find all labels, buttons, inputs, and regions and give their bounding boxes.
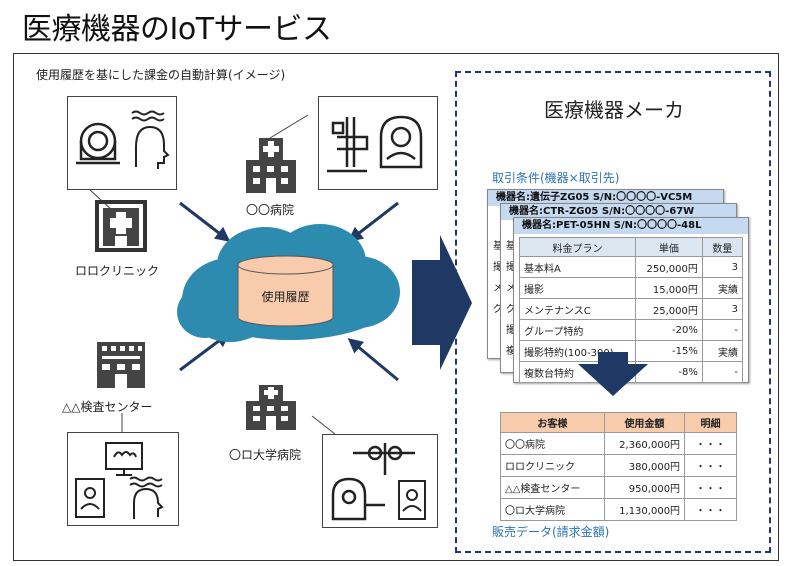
testing-center-label: △△検査センター [62, 400, 153, 414]
page-title: 医療機器のIoTサービス [22, 12, 332, 47]
arrow-clinic-to-cloud [179, 201, 231, 242]
xray-arm-icon [353, 443, 415, 475]
database-cylinder-icon [237, 255, 334, 327]
card-header: 機器名:遺伝子ZG05 S/N:〇〇〇〇-VC5M [488, 190, 723, 206]
contract-card-front: 機器名:PET-05HN S/N:〇〇〇〇-48L 料金プラン 単価 数量 基本… [513, 217, 749, 383]
monitor-icon [105, 442, 143, 476]
hospital-building-icon [244, 138, 298, 197]
col-header-plan: 料金プラン [519, 237, 636, 257]
maker-title: 医療機器メーカ [544, 98, 684, 122]
university-hospital-label: 〇ロ大学病院 [229, 448, 302, 462]
tablet-doctor-icon [75, 478, 105, 518]
card-header: 機器名:PET-05HN S/N:〇〇〇〇-48L [514, 218, 748, 234]
col-header-detail: 明細 [684, 412, 737, 433]
maker-panel [455, 71, 771, 553]
cloud-label: 使用履歴 [261, 290, 310, 304]
down-arrow-overlay [578, 352, 648, 396]
ct-scanner-icon [331, 477, 385, 521]
connector-line [269, 114, 309, 139]
patient-head-icon [131, 110, 170, 169]
card-row-stubs: 基 撮 メ グ 撮 複 [506, 241, 516, 357]
clinic-label: ロロクリニック [75, 264, 160, 278]
ct-scanner-icon [379, 115, 423, 169]
clinic-building-icon [95, 200, 147, 256]
left-caption: 使用履歴を基にした課金の自動計算(イメージ) [36, 68, 286, 82]
tablet-doctor-icon [398, 480, 426, 520]
hospital-equipment-photo [318, 96, 438, 190]
mri-scanner-icon [76, 122, 120, 165]
col-header-customer: お客様 [500, 412, 605, 433]
diagram-frame [13, 53, 779, 561]
big-arrow-to-maker [412, 235, 472, 370]
arrow-university-to-cloud [347, 338, 399, 382]
hospital-label: 〇〇病院 [246, 203, 295, 217]
testing-center-building-icon [95, 340, 147, 394]
university-equipment-photo [322, 434, 438, 528]
arrow-hospital-to-cloud [347, 201, 399, 242]
testing-center-equipment-photo [67, 432, 179, 526]
col-header-qty: 数量 [701, 237, 744, 257]
sales-label: 販売データ(請求金額) [492, 525, 610, 539]
xray-machine-icon [327, 117, 369, 173]
card-header: 機器名:CTR-ZG05 S/N:〇〇〇〇-67W [501, 204, 736, 220]
col-header-price: 単価 [634, 237, 703, 257]
table-row: グループ特約-20%- [519, 319, 744, 341]
patient-head-icon [129, 476, 164, 519]
col-header-amount: 使用金額 [603, 412, 686, 433]
connector-line [311, 415, 336, 435]
conditions-label: 取引条件(機器×取引先) [492, 171, 620, 185]
card-row-stubs: 基 撮 メ グ [493, 241, 503, 315]
university-hospital-building-icon [244, 385, 298, 434]
clinic-equipment-photo [67, 96, 177, 190]
